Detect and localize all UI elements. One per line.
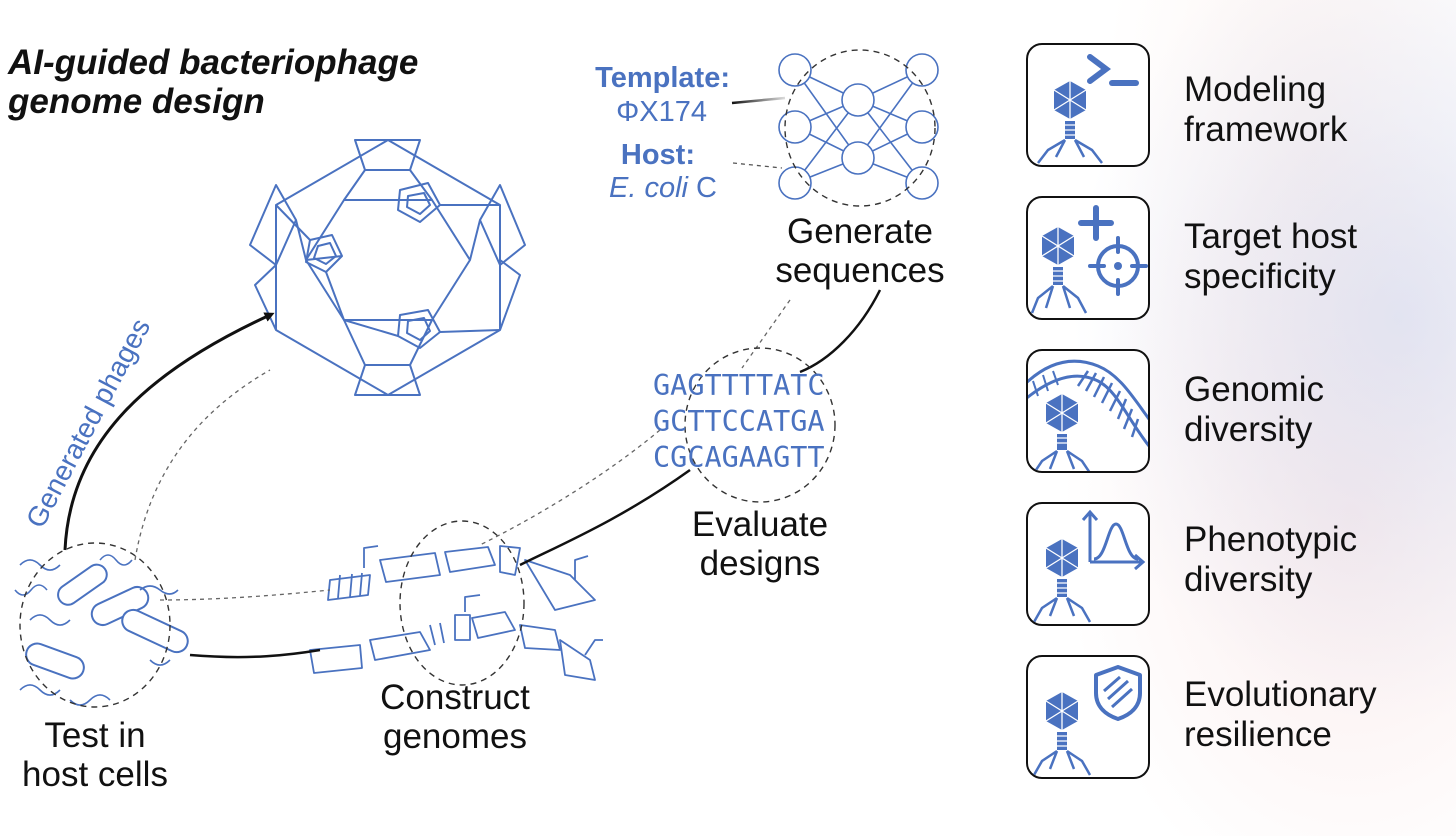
cells-dashed-ring [19,542,171,708]
feature-resilience-line-2: resilience [1184,715,1332,754]
step-test-host-cells: Test in host cells [0,716,190,794]
step-generate-line-1: Generate [787,212,933,251]
construct-to-test-connector [189,648,321,659]
construct-to-test-dashed [159,589,331,601]
sequence-line-1: GAGTTTTATC [653,369,825,402]
step-construct-line-2: genomes [383,717,527,756]
host-value: E. coli C [575,172,717,205]
title-line-2: genome design [8,82,265,121]
host-label: Host: [620,139,695,171]
feature-target-line-2: specificity [1184,257,1336,296]
feature-modeling-line-2: framework [1184,110,1348,149]
terminal-icon [1037,54,1139,164]
feature-label-modeling: Modeling framework [1184,70,1347,150]
step-construct-line-1: Construct [380,678,530,717]
step-test-line-1: Test in [44,716,146,755]
genome-construct-top [327,545,596,611]
shield-icon [1032,665,1142,776]
host-cells-icon [14,554,189,706]
evaluate-to-construct-connector [519,468,691,567]
generated-sequences: GAGTTTTATC GCTTCCATGA CGCAGAAGTT [653,368,825,476]
feature-phenotypic-line-1: Phenotypic [1184,520,1358,559]
step-evaluate-designs: Evaluate designs [660,505,860,583]
feature-label-phenotypic: Phenotypic diversity [1184,520,1357,600]
step-generate-sequences: Generate sequences [760,212,960,290]
generate-to-evaluate-connector [799,289,882,374]
template-value: ΦX174 [616,96,707,128]
dna-helix-icon [1028,359,1148,471]
host-species: E. coli [609,172,688,204]
feature-icon-resilience [1026,655,1150,779]
generated-phages-arrow [63,312,275,551]
step-evaluate-line-1: Evaluate [691,505,829,544]
distribution-plot-icon [1032,509,1146,623]
feature-icon-target-host [1026,196,1150,320]
evaluate-to-construct-dashed [479,429,661,546]
generate-to-evaluate-dashed [741,299,791,369]
feature-label-target-host: Target host specificity [1184,217,1357,297]
feature-icon-modeling [1026,43,1150,167]
step-evaluate-line-2: designs [699,544,821,583]
step-test-line-2: host cells [22,755,168,794]
construct-dashed-ring [399,520,525,686]
step-construct-genomes: Construct genomes [340,678,570,756]
feature-label-resilience: Evolutionary resilience [1184,675,1377,755]
sequence-dashed-ring [684,347,836,503]
template-connector [731,96,786,105]
feature-modeling-line-1: Modeling [1184,70,1327,109]
plus-target-icon [1030,205,1148,314]
generated-phages-dashed [134,369,271,561]
phage-capsid-icon [249,139,526,396]
network-dashed-ring [784,49,936,207]
page-title: AI-guided bacteriophage genome design [8,43,418,121]
host-connector [732,162,783,169]
neural-network-icon [778,53,939,200]
template-label: Template: [595,62,730,94]
feature-genomic-line-2: diversity [1184,410,1313,449]
genome-construct-bottom [309,594,603,681]
host-strain: C [688,172,717,204]
sequence-line-2: GCTTCCATGA [653,405,825,438]
feature-genomic-line-1: Genomic [1184,370,1325,409]
sequence-line-3: CGCAGAAGTT [653,441,825,474]
feature-target-line-1: Target host [1184,217,1358,256]
feature-phenotypic-line-2: diversity [1184,560,1313,599]
step-generate-line-2: sequences [775,251,945,290]
feature-icon-phenotypic [1026,502,1150,626]
feature-icon-genomic [1026,349,1150,473]
generated-phages-label: Generated phages [20,313,156,532]
title-line-1: AI-guided bacteriophage [8,43,419,82]
feature-label-genomic: Genomic diversity [1184,370,1324,450]
feature-resilience-line-1: Evolutionary [1184,675,1377,714]
